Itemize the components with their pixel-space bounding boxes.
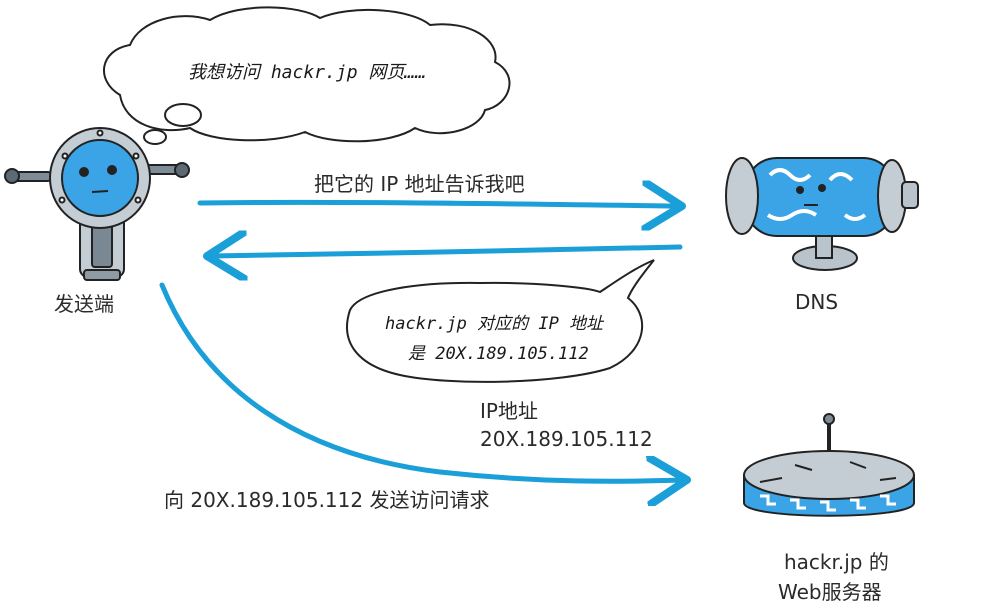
dns-server-icon	[725, 157, 919, 271]
web-server-label-line-2: Web服务器	[778, 580, 882, 604]
ip-label: IP地址	[480, 399, 538, 423]
arrow-request-dns-label: 把它的 IP 地址告诉我吧	[314, 172, 525, 196]
web-server-label-line-1: hackr.jp 的	[784, 550, 889, 574]
arrow-from-dns	[212, 247, 683, 256]
ip-value: 20X.189.105.112	[480, 427, 653, 451]
client-label: 发送端	[54, 292, 114, 316]
dns-label: DNS	[795, 290, 839, 314]
thought-cloud	[103, 6, 511, 145]
arrow-to-dns	[197, 202, 677, 206]
speech-bubble	[346, 259, 655, 383]
arrows	[159, 202, 683, 481]
arrow-request-web-label: 向 20X.189.105.112 发送访问请求	[164, 488, 490, 512]
arrow-to-web-server	[159, 282, 682, 481]
speech-line-2: 是 20X.189.105.112	[408, 344, 589, 364]
speech-line-1: hackr.jp 对应的 IP 地址	[385, 314, 604, 334]
robot-client-icon	[4, 127, 190, 281]
web-server-icon	[743, 413, 915, 517]
thought-text: 我想访问 hackr.jp 网页……	[188, 62, 427, 83]
